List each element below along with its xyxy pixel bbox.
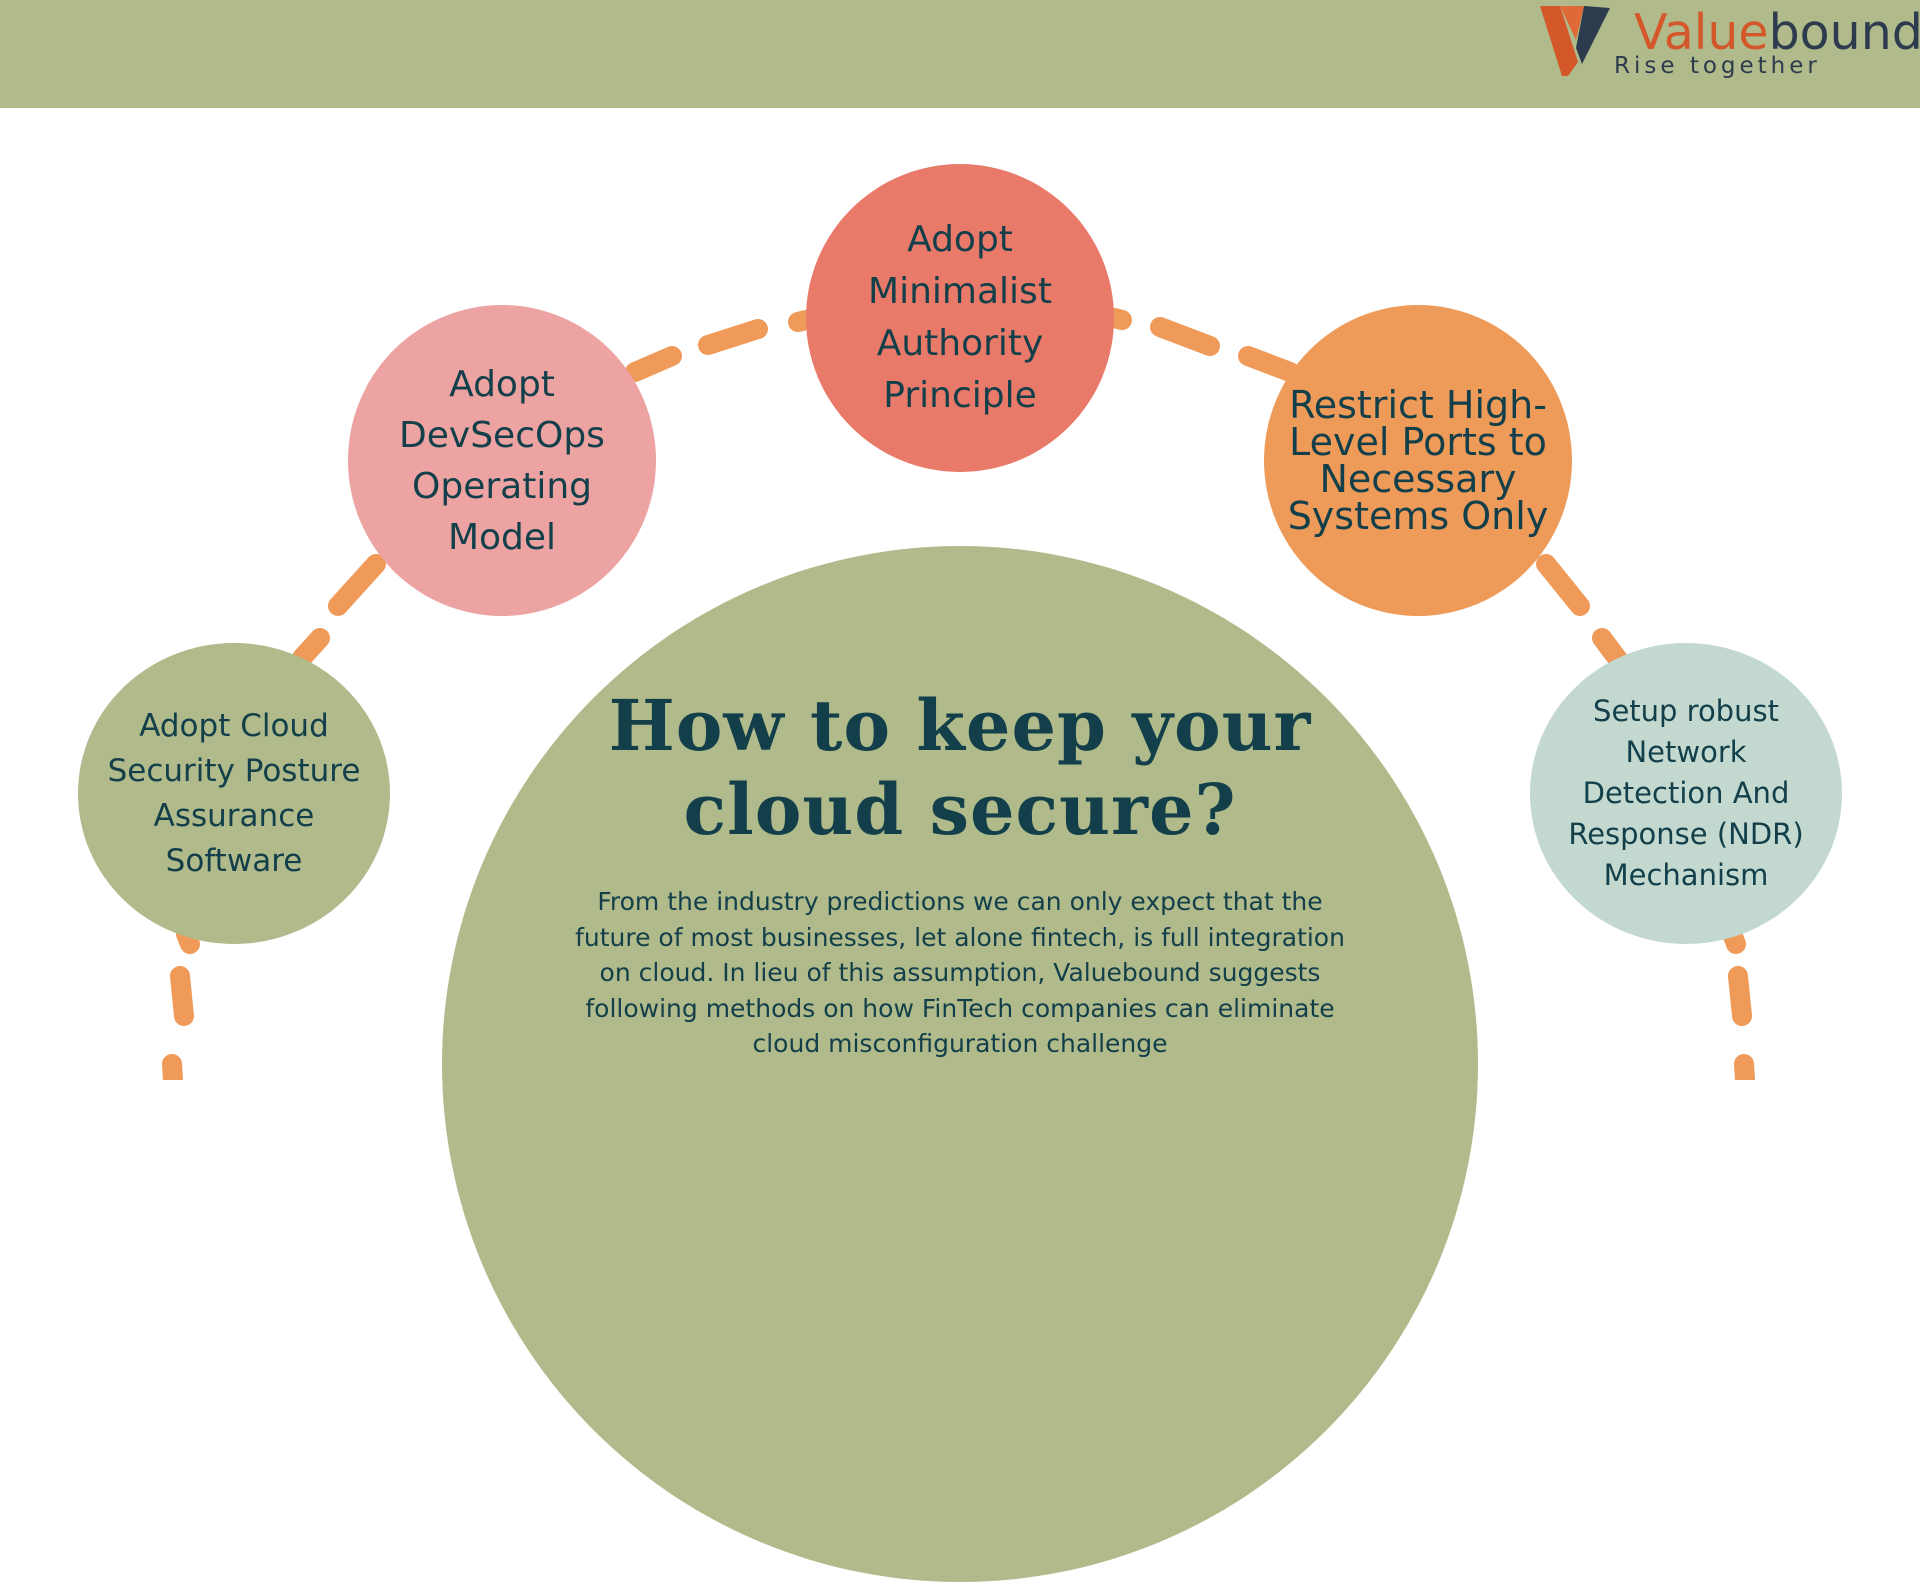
valuebound-logo[interactable]: Valuebound Rise together — [1538, 4, 1920, 82]
dash — [1104, 308, 1132, 330]
valuebound-logo-icon — [1540, 6, 1610, 76]
method-ndr-mechanism: Setup robust Network Detection And Respo… — [1530, 643, 1842, 944]
method-label-line: Network — [1625, 735, 1747, 769]
method-label-line: Setup robust — [1593, 694, 1779, 728]
dash — [1150, 317, 1220, 356]
method-label-line: Assurance — [153, 797, 315, 834]
method-devsecops: Adopt DevSecOps Operating Model — [348, 305, 656, 616]
method-label-line: Restrict High- — [1289, 382, 1547, 427]
method-label-line: Adopt — [907, 219, 1013, 260]
intro-description: From the industry predictions we can onl… — [575, 887, 1345, 1058]
method-label-line: Software — [165, 842, 303, 879]
method-label-line: DevSecOps — [399, 414, 605, 456]
logo-wordmark: Valuebound — [1634, 4, 1920, 61]
method-label-line: Level Ports to — [1289, 419, 1547, 464]
dash — [1728, 966, 1752, 1026]
method-label-line: Adopt Cloud — [139, 707, 329, 744]
method-label-line: Detection And — [1582, 776, 1790, 810]
method-label-line: Response (NDR) — [1568, 817, 1804, 851]
dash — [788, 310, 816, 332]
logo-tagline: Rise together — [1614, 53, 1821, 79]
page-title: How to keep your cloud secure? — [560, 684, 1360, 852]
method-label-line: Principle — [883, 375, 1037, 416]
title-line: cloud secure? — [683, 768, 1237, 851]
method-label-line: Authority — [876, 323, 1044, 364]
method-label-line: Mechanism — [1603, 858, 1769, 892]
dash — [625, 346, 682, 382]
method-label-line: Model — [447, 516, 557, 558]
dash — [170, 966, 194, 1026]
method-label-line: Necessary — [1319, 456, 1517, 501]
method-label-line: Adopt — [449, 363, 555, 405]
method-minimalist-authority: Adopt Minimalist Authority Principle — [806, 164, 1114, 472]
method-restrict-ports: Restrict High- Level Ports to Necessary … — [1264, 305, 1572, 616]
dash — [1238, 346, 1300, 382]
dash — [698, 319, 768, 355]
dash — [1734, 1054, 1755, 1080]
method-cloud-security-posture: Adopt Cloud Security Posture Assurance S… — [78, 643, 390, 944]
method-label-line: Operating — [412, 465, 592, 507]
method-label-line: Systems Only — [1287, 493, 1549, 538]
dash — [292, 628, 330, 668]
method-label-line: Security Posture — [107, 752, 361, 789]
dash — [328, 554, 386, 616]
dash — [1536, 554, 1590, 616]
title-line: How to keep your — [608, 684, 1312, 767]
dash — [162, 1054, 183, 1080]
method-label-line: Minimalist — [868, 271, 1052, 312]
